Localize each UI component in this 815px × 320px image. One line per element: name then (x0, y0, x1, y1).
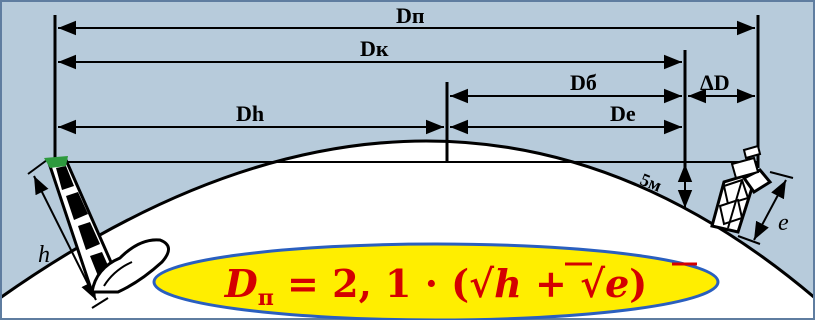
ship-icon (710, 144, 773, 234)
e-ext-bottom (737, 235, 761, 245)
dim-arrow-h (33, 175, 97, 301)
label-dh: Dh (236, 101, 264, 126)
label-de: De (610, 101, 636, 126)
dim-arrow-e (753, 179, 787, 241)
formula-text: Dп = 2, 1 · (√h + √e) (224, 261, 647, 311)
label-e: e (778, 210, 789, 236)
label-delta-d: ΔD (700, 70, 730, 95)
label-db: Dб (570, 70, 597, 95)
h-ext-bottom (91, 297, 109, 309)
label-dk: Dк (360, 36, 389, 61)
lighthouse-icon (44, 156, 170, 295)
e-ext-top (769, 171, 794, 179)
label-h: h (38, 242, 50, 268)
h-ext-top (27, 159, 48, 175)
label-dp: Dп (396, 3, 425, 28)
